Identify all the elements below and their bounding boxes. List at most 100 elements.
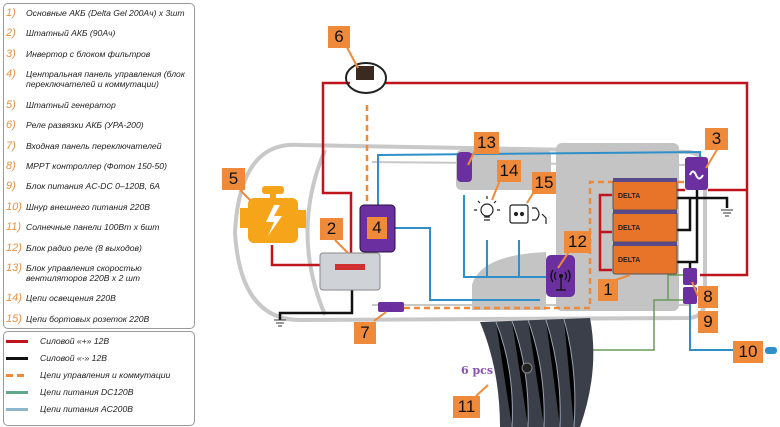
item-number: 7): [6, 139, 16, 152]
item-number: 1): [6, 7, 16, 19]
item-number: 5): [6, 98, 16, 111]
battery-brand-label: DELTA: [618, 193, 640, 200]
wire-legend-item: Цепи питания DC120В: [6, 387, 133, 397]
components-legend-list: 1) Основные АКБ (Delta Gel 200Ач) х 3шт 2)…: [6, 7, 192, 325]
component-legend-item: 13) Блок управления скоростью вентиляторо…: [6, 262, 192, 284]
line-swatch: [6, 356, 28, 360]
item-number: 8): [6, 159, 16, 172]
tag-6: 6: [328, 26, 350, 48]
item-number: 9): [6, 180, 16, 193]
tag-7: 7: [354, 322, 376, 344]
component-legend-item: 1) Основные АКБ (Delta Gel 200Ач) х 3шт: [6, 7, 192, 19]
component-legend-item: 11) Солнечные панели 100Вт х 6шт: [6, 221, 192, 234]
external-power-plug-icon: [765, 347, 777, 354]
component-legend-item: 3) Инвертор с блоком фильтров: [6, 47, 192, 60]
component-legend-item: 2) Штатный АКБ (90Ач): [6, 27, 192, 40]
component-legend-item: 4) Центральная панель управления (блок пе…: [6, 68, 192, 90]
item-text: Блок управления скоростью вентиляторов 2…: [26, 263, 142, 284]
item-text: Шнур внешнего питания 220В: [26, 201, 150, 212]
item-number: 10): [6, 200, 22, 213]
wire-legend-item: Цепи питания AC200В: [6, 404, 133, 414]
item-text: Инвертор с блоком фильтров: [26, 48, 151, 59]
component-legend-item: 10) Шнур внешнего питания 220В: [6, 200, 192, 213]
item-text: Основные АКБ (Delta Gel 200Ач) х 3шт: [26, 8, 185, 18]
component-legend-item: 12) Блок радио реле (8 выходов): [6, 241, 192, 254]
components-legend: [3, 3, 195, 329]
radio-relay-module: [546, 255, 575, 297]
solar-count-label: 6 pcs: [461, 364, 494, 377]
item-text: Штатный генератор: [26, 99, 116, 110]
component-legend-item: 9) Блок питания AC-DC 0–120В, 6А: [6, 180, 192, 193]
wire-label: Цепи питания DC120В: [40, 387, 134, 397]
tag-1: 1: [598, 279, 618, 301]
generator-engine-icon: [240, 186, 306, 243]
item-number: 2): [6, 27, 16, 40]
component-legend-item: 8) MPPT контроллер (Фотон 150-50): [6, 159, 192, 172]
tag-4: 4: [367, 217, 387, 239]
line-swatch: [6, 339, 28, 343]
control-wires: [365, 105, 685, 310]
item-number: 12): [6, 241, 22, 254]
solar-panels-icon: [480, 318, 594, 427]
wire-label: Силовой «+» 12В: [40, 336, 110, 346]
item-number: 11): [6, 221, 22, 234]
tag-8: 8: [698, 286, 718, 308]
battery-brand-label: DELTA: [618, 225, 640, 232]
wire-label: Цепи питания AC200В: [40, 404, 133, 414]
tag-2: 2: [320, 218, 343, 240]
ac-wires: [377, 150, 735, 351]
battery-brand-label: DELTA: [618, 257, 640, 264]
component-legend-item: 15)Цепи бортовых розеток 220В: [6, 312, 192, 325]
zone-round: [472, 252, 546, 310]
tag-12: 12: [564, 231, 591, 253]
item-text: Блок радио реле (8 выходов): [26, 242, 142, 253]
item-text: Реле развязки АКБ (УРА-200): [26, 120, 144, 131]
tag-10: 10: [733, 341, 763, 363]
tag-9: 9: [698, 311, 718, 333]
tag-11: 11: [453, 396, 480, 418]
tag-3: 3: [705, 128, 728, 150]
wire-legend-item: Цепи управления и коммутации: [6, 370, 170, 380]
line-swatch: [6, 373, 28, 377]
tag-13: 13: [474, 132, 499, 154]
fan-control-module: [457, 152, 472, 182]
relay-ura200-icon: [345, 62, 387, 94]
item-text: Солнечные панели 100Вт х 6шт: [26, 222, 160, 233]
mppt-controller-module: [683, 268, 697, 285]
wire-legend-item: Силовой «+» 12В: [6, 336, 109, 346]
item-text: Штатный АКБ (90Ач): [26, 28, 116, 39]
starter-battery-icon: [319, 252, 381, 291]
component-legend-item: 6) Реле развязки АКБ (УРА-200): [6, 119, 192, 132]
wire-label: Силовой «-» 12В: [40, 353, 107, 363]
ground-icon: [274, 209, 733, 327]
power-socket-icon: [509, 204, 547, 224]
line-swatch: [6, 407, 28, 411]
item-number: 13): [6, 262, 22, 275]
tag-14: 14: [497, 160, 521, 182]
item-text: Входная панель переключателей: [26, 140, 162, 151]
wire-label: Цепи управления и коммутации: [40, 370, 171, 380]
tag-15: 15: [532, 172, 556, 194]
ac-dc-psu-module: [683, 287, 697, 304]
tag-5: 5: [222, 168, 245, 190]
item-number: 14): [6, 292, 22, 305]
light-bulb-icon: [474, 196, 500, 221]
inverter-module: [685, 157, 708, 190]
wire-legend: [3, 331, 195, 426]
delta-batteries: DELTA DELTA DELTA: [612, 178, 678, 275]
dc-wires: [590, 274, 683, 351]
input-switch-panel-module: [378, 302, 404, 312]
minus-wires: [278, 190, 729, 320]
item-text: Блок питания AC-DC 0–120В, 6А: [26, 181, 161, 192]
item-number: 15): [6, 312, 22, 325]
component-legend-item: 5) Штатный генератор: [6, 98, 192, 111]
item-number: 3): [6, 47, 16, 60]
component-legend-item: 7) Входная панель переключателей: [6, 139, 192, 152]
item-number: 4): [6, 68, 16, 81]
line-swatch: [6, 390, 28, 394]
item-text: Цепи освещения 220В: [26, 293, 116, 304]
item-text: MPPT контроллер (Фотон 150-50): [26, 160, 167, 171]
item-text: Центральная панель управления (блок пере…: [26, 69, 185, 90]
item-number: 6): [6, 119, 16, 132]
